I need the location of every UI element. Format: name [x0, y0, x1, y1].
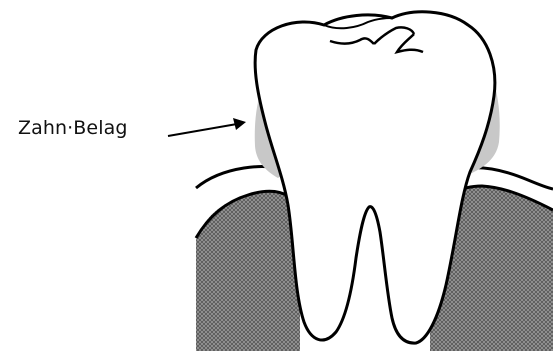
gum-line-left — [196, 167, 276, 189]
plaque-label: Zahn·Belag — [18, 117, 128, 139]
pointer-arrow — [168, 118, 246, 136]
